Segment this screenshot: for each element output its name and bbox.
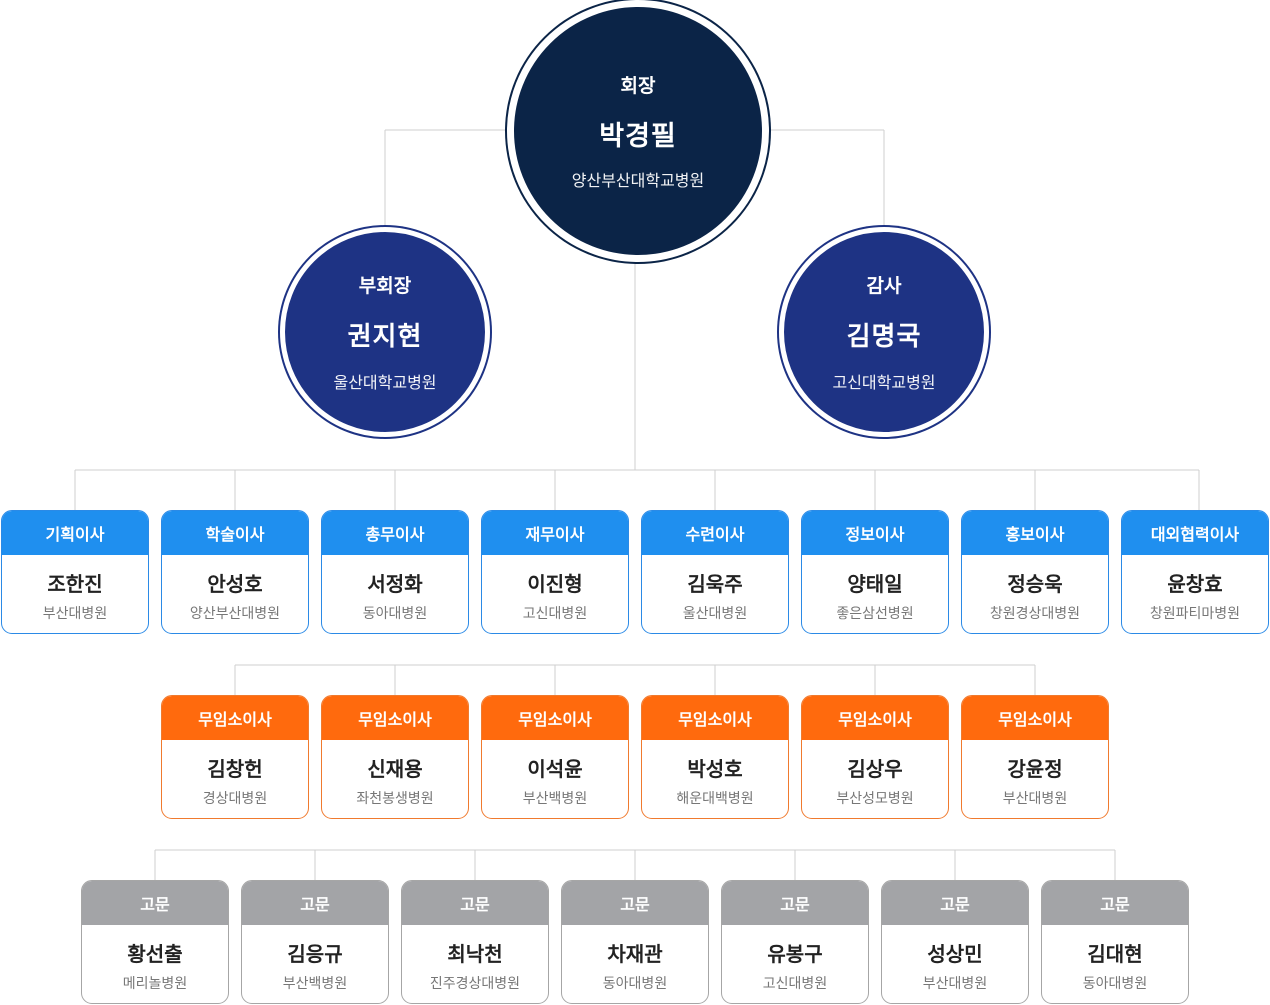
non-portfolio-org: 부산대병원 (1002, 791, 1068, 807)
advisor-name: 김대현 (1087, 942, 1143, 966)
non-portfolio-org: 경상대병원 (202, 791, 268, 807)
non-portfolio-org: 부산성모병원 (836, 791, 914, 807)
director-name: 정승욱 (1007, 572, 1063, 596)
advisor-org: 고신대병원 (762, 976, 828, 992)
non-portfolio-name: 이석윤 (527, 757, 583, 781)
advisor-org: 진주경상대병원 (429, 976, 521, 992)
advisor-org: 동아대병원 (602, 976, 668, 992)
director-role: 대외협력이사 (1122, 511, 1268, 555)
director-role: 학술이사 (162, 511, 308, 555)
non-portfolio-card: 무임소이사 김창헌 경상대병원 (161, 695, 309, 819)
director-org: 좋은삼선병원 (836, 606, 914, 622)
director-card: 대외협력이사 윤창효 창원파티마병원 (1121, 510, 1269, 634)
director-card: 총무이사 서정화 동아대병원 (321, 510, 469, 634)
non-portfolio-role: 무임소이사 (482, 696, 628, 740)
non-portfolio-name: 강윤정 (1007, 757, 1063, 781)
non-portfolio-org: 좌천봉생병원 (356, 791, 434, 807)
non-portfolio-name: 박성호 (687, 757, 743, 781)
auditor-role: 감사 (866, 275, 902, 297)
president-role: 회장 (620, 75, 656, 97)
director-name: 윤창효 (1167, 572, 1223, 596)
director-org: 창원파티마병원 (1149, 606, 1241, 622)
auditor-name: 김명국 (846, 322, 922, 352)
non-portfolio-card: 무임소이사 박성호 해운대백병원 (641, 695, 789, 819)
non-portfolio-card: 무임소이사 강윤정 부산대병원 (961, 695, 1109, 819)
advisor-role: 고문 (242, 881, 388, 925)
advisor-name: 황선출 (127, 942, 183, 966)
non-portfolio-name: 신재용 (367, 757, 423, 781)
advisor-card: 고문 김대현 동아대병원 (1041, 880, 1189, 1004)
advisor-card: 고문 차재관 동아대병원 (561, 880, 709, 1004)
auditor-org: 고신대학교병원 (832, 373, 936, 392)
auditor-node: 감사 김명국 고신대학교병원 (779, 227, 989, 437)
director-role: 홍보이사 (962, 511, 1108, 555)
advisor-card: 고문 황선출 메리놀병원 (81, 880, 229, 1004)
director-card: 기획이사 조한진 부산대병원 (1, 510, 149, 634)
non-portfolio-role: 무임소이사 (962, 696, 1108, 740)
president-node: 회장 박경필 양산부산대학교병원 (507, 0, 769, 262)
advisor-name: 유봉구 (767, 942, 823, 966)
advisor-name: 최낙천 (447, 942, 503, 966)
non-portfolio-org: 부산백병원 (522, 791, 588, 807)
president-name: 박경필 (599, 121, 677, 152)
non-portfolio-name: 김상우 (847, 757, 903, 781)
non-portfolio-org: 해운대백병원 (676, 791, 754, 807)
advisor-role: 고문 (882, 881, 1028, 925)
advisor-role: 고문 (402, 881, 548, 925)
non-portfolio-name: 김창헌 (207, 757, 263, 781)
non-portfolio-role: 무임소이사 (322, 696, 468, 740)
advisor-card: 고문 성상민 부산대병원 (881, 880, 1029, 1004)
director-org: 울산대병원 (682, 606, 748, 622)
vice-president-role: 부회장 (358, 275, 412, 297)
advisor-org: 동아대병원 (1082, 976, 1148, 992)
director-name: 이진형 (527, 572, 583, 596)
director-role: 재무이사 (482, 511, 628, 555)
director-name: 조한진 (47, 572, 103, 596)
non-portfolio-role: 무임소이사 (802, 696, 948, 740)
director-role: 수련이사 (642, 511, 788, 555)
director-name: 김욱주 (687, 572, 743, 596)
advisor-card: 고문 김응규 부산백병원 (241, 880, 389, 1004)
advisor-org: 부산백병원 (282, 976, 348, 992)
non-portfolio-role: 무임소이사 (162, 696, 308, 740)
advisor-name: 차재관 (607, 942, 663, 966)
advisor-role: 고문 (1042, 881, 1188, 925)
director-card: 재무이사 이진형 고신대병원 (481, 510, 629, 634)
director-card: 학술이사 안성호 양산부산대병원 (161, 510, 309, 634)
director-name: 서정화 (367, 572, 423, 596)
advisor-org: 부산대병원 (922, 976, 988, 992)
vice-president-node: 부회장 권지현 울산대학교병원 (280, 227, 490, 437)
director-org: 창원경상대병원 (989, 606, 1081, 622)
director-role: 총무이사 (322, 511, 468, 555)
director-org: 양산부산대병원 (189, 606, 281, 622)
non-portfolio-card: 무임소이사 김상우 부산성모병원 (801, 695, 949, 819)
vice-president-org: 울산대학교병원 (333, 373, 437, 392)
president-org: 양산부산대학교병원 (571, 171, 705, 190)
advisor-name: 성상민 (927, 942, 983, 966)
director-role: 정보이사 (802, 511, 948, 555)
director-name: 양태일 (847, 572, 903, 596)
non-portfolio-card: 무임소이사 신재용 좌천봉생병원 (321, 695, 469, 819)
director-card: 홍보이사 정승욱 창원경상대병원 (961, 510, 1109, 634)
advisor-role: 고문 (82, 881, 228, 925)
advisor-role: 고문 (722, 881, 868, 925)
advisor-card: 고문 유봉구 고신대병원 (721, 880, 869, 1004)
vice-president-name: 권지현 (347, 322, 423, 352)
advisor-name: 김응규 (287, 942, 343, 966)
advisor-org: 메리놀병원 (122, 976, 188, 992)
non-portfolio-card: 무임소이사 이석윤 부산백병원 (481, 695, 629, 819)
director-role: 기획이사 (2, 511, 148, 555)
director-card: 수련이사 김욱주 울산대병원 (641, 510, 789, 634)
advisor-card: 고문 최낙천 진주경상대병원 (401, 880, 549, 1004)
director-org: 동아대병원 (362, 606, 428, 622)
director-name: 안성호 (207, 572, 263, 596)
director-card: 정보이사 양태일 좋은삼선병원 (801, 510, 949, 634)
director-org: 부산대병원 (42, 606, 108, 622)
non-portfolio-role: 무임소이사 (642, 696, 788, 740)
advisor-role: 고문 (562, 881, 708, 925)
director-org: 고신대병원 (522, 606, 588, 622)
